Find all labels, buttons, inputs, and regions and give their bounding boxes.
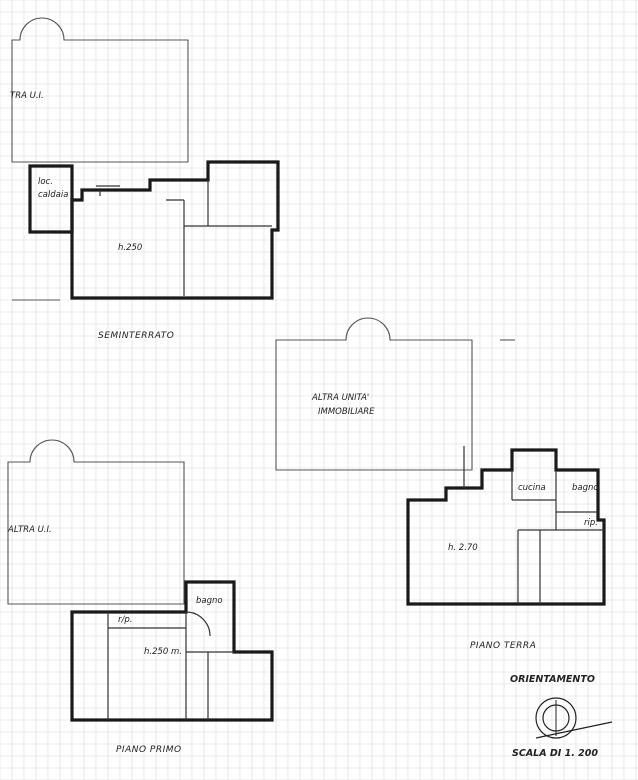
- title-seminterrato: SEMINTERRATO: [98, 331, 174, 341]
- label-neighbour-terra-2: IMMOBILIARE: [318, 407, 375, 417]
- label-height-seminterrato: h.250: [118, 243, 142, 253]
- label-rip-primo: r/p.: [118, 615, 132, 625]
- label-bagno-primo: bagno: [196, 596, 223, 606]
- label-height-terra: h. 2.70: [448, 543, 478, 553]
- label-cucina: cucina: [518, 483, 546, 493]
- label-orientamento: ORIENTAMENTO: [510, 674, 595, 685]
- seminterrato-boiler-room: [28, 164, 74, 234]
- piano-terra-walls: [406, 448, 606, 606]
- label-scala: SCALA DI 1. 200: [512, 748, 598, 759]
- label-caldaia: caldaia: [38, 190, 68, 200]
- title-piano-terra: PIANO TERRA: [470, 641, 536, 651]
- seminterrato-plan: loc. caldaia h.250 TRA U.I. SEMINTERRATO: [10, 17, 280, 341]
- label-neighbour-primo: ALTRA U.I.: [7, 525, 52, 535]
- piano-terra-internal-walls: [463, 446, 604, 604]
- piano-primo-neighbour-outline: [7, 439, 185, 605]
- piano-primo-internal-walls: [107, 611, 234, 720]
- label-rip-terra: rip.: [584, 518, 598, 528]
- title-piano-primo: PIANO PRIMO: [116, 745, 182, 755]
- label-height-primo: h.250 m.: [144, 647, 182, 657]
- compass-icon: [535, 697, 613, 739]
- piano-terra-neighbour-outline: [275, 317, 473, 471]
- piano-primo-plan: bagno r/p. h.250 m. ALTRA U.I. PIANO PRI…: [7, 439, 274, 755]
- legend: ORIENTAMENTO SCALA DI 1. 200: [510, 674, 613, 759]
- label-loc: loc.: [38, 177, 53, 187]
- seminterrato-internal-walls: [96, 180, 272, 296]
- label-neighbour-seminterrato: TRA U.I.: [10, 91, 44, 101]
- piano-terra-plan: cucina bagno rip. h. 2.70 ALTRA UNITA' I…: [275, 317, 606, 651]
- seminterrato-walls: [70, 160, 280, 300]
- seminterrato-neighbour-outline: [11, 17, 189, 163]
- label-bagno-terra: bagno: [572, 483, 599, 493]
- label-neighbour-terra-1: ALTRA UNITA': [311, 393, 369, 403]
